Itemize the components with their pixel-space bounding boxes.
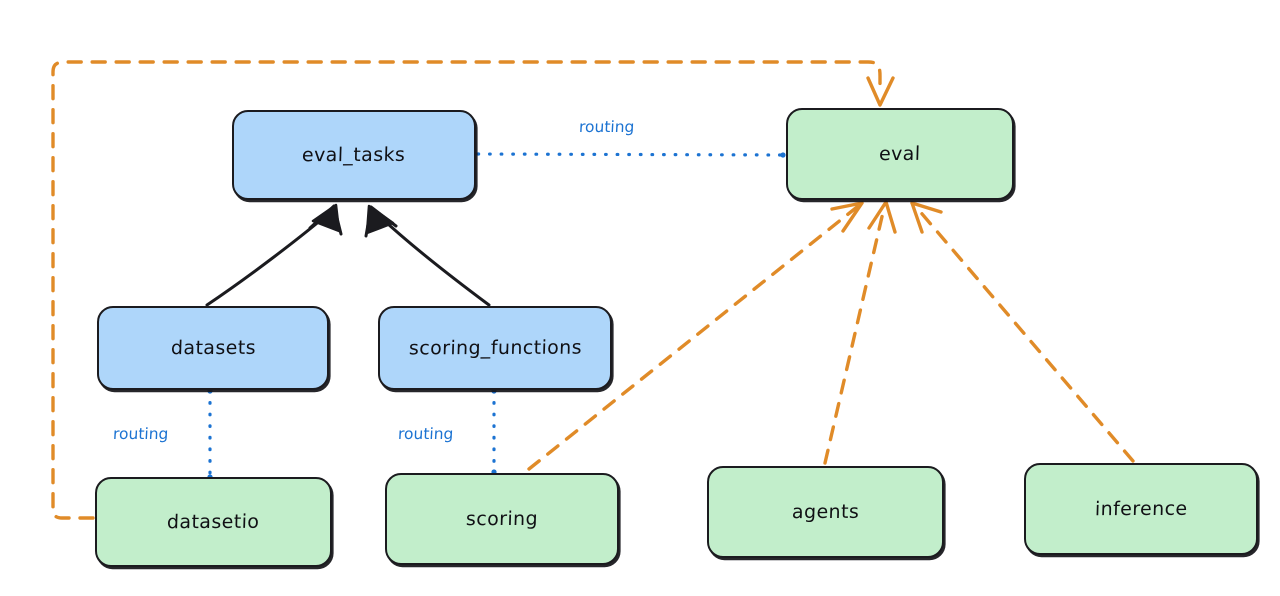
node-datasets[interactable]: datasets xyxy=(97,306,329,390)
node-label: eval_tasks xyxy=(302,143,406,167)
edge-label-routing-dataset: routing xyxy=(112,425,169,443)
node-label: datasets xyxy=(170,336,256,360)
edge-label-routing-eval: routing xyxy=(578,118,635,136)
node-label: scoring_functions xyxy=(408,336,582,360)
node-datasetio[interactable]: datasetio xyxy=(95,477,332,567)
node-label: eval xyxy=(878,142,922,166)
edge-datasets-to-eval_tasks xyxy=(205,203,343,307)
edge-inference-to-eval xyxy=(910,201,1135,463)
node-label: inference xyxy=(1094,497,1188,521)
node-label: scoring xyxy=(465,507,539,531)
node-label: datasetio xyxy=(166,510,261,534)
edge-scoring_functions-to-scoring xyxy=(491,388,497,475)
edge-agents-to-eval xyxy=(823,200,897,465)
node-agents[interactable]: agents xyxy=(707,466,944,558)
node-eval_tasks[interactable]: eval_tasks xyxy=(232,110,476,200)
edge-eval_tasks-to-eval xyxy=(476,152,786,158)
node-inference[interactable]: inference xyxy=(1024,463,1258,555)
node-scoring_functions[interactable]: scoring_functions xyxy=(378,306,612,390)
edge-datasets-to-datasetio xyxy=(207,388,213,480)
node-scoring[interactable]: scoring xyxy=(385,473,619,565)
node-eval[interactable]: eval xyxy=(786,108,1014,200)
edge-scoring_functions-to-eval_tasks xyxy=(364,204,491,307)
edge-label-routing-scoring: routing xyxy=(397,425,454,443)
node-label: agents xyxy=(791,500,860,524)
